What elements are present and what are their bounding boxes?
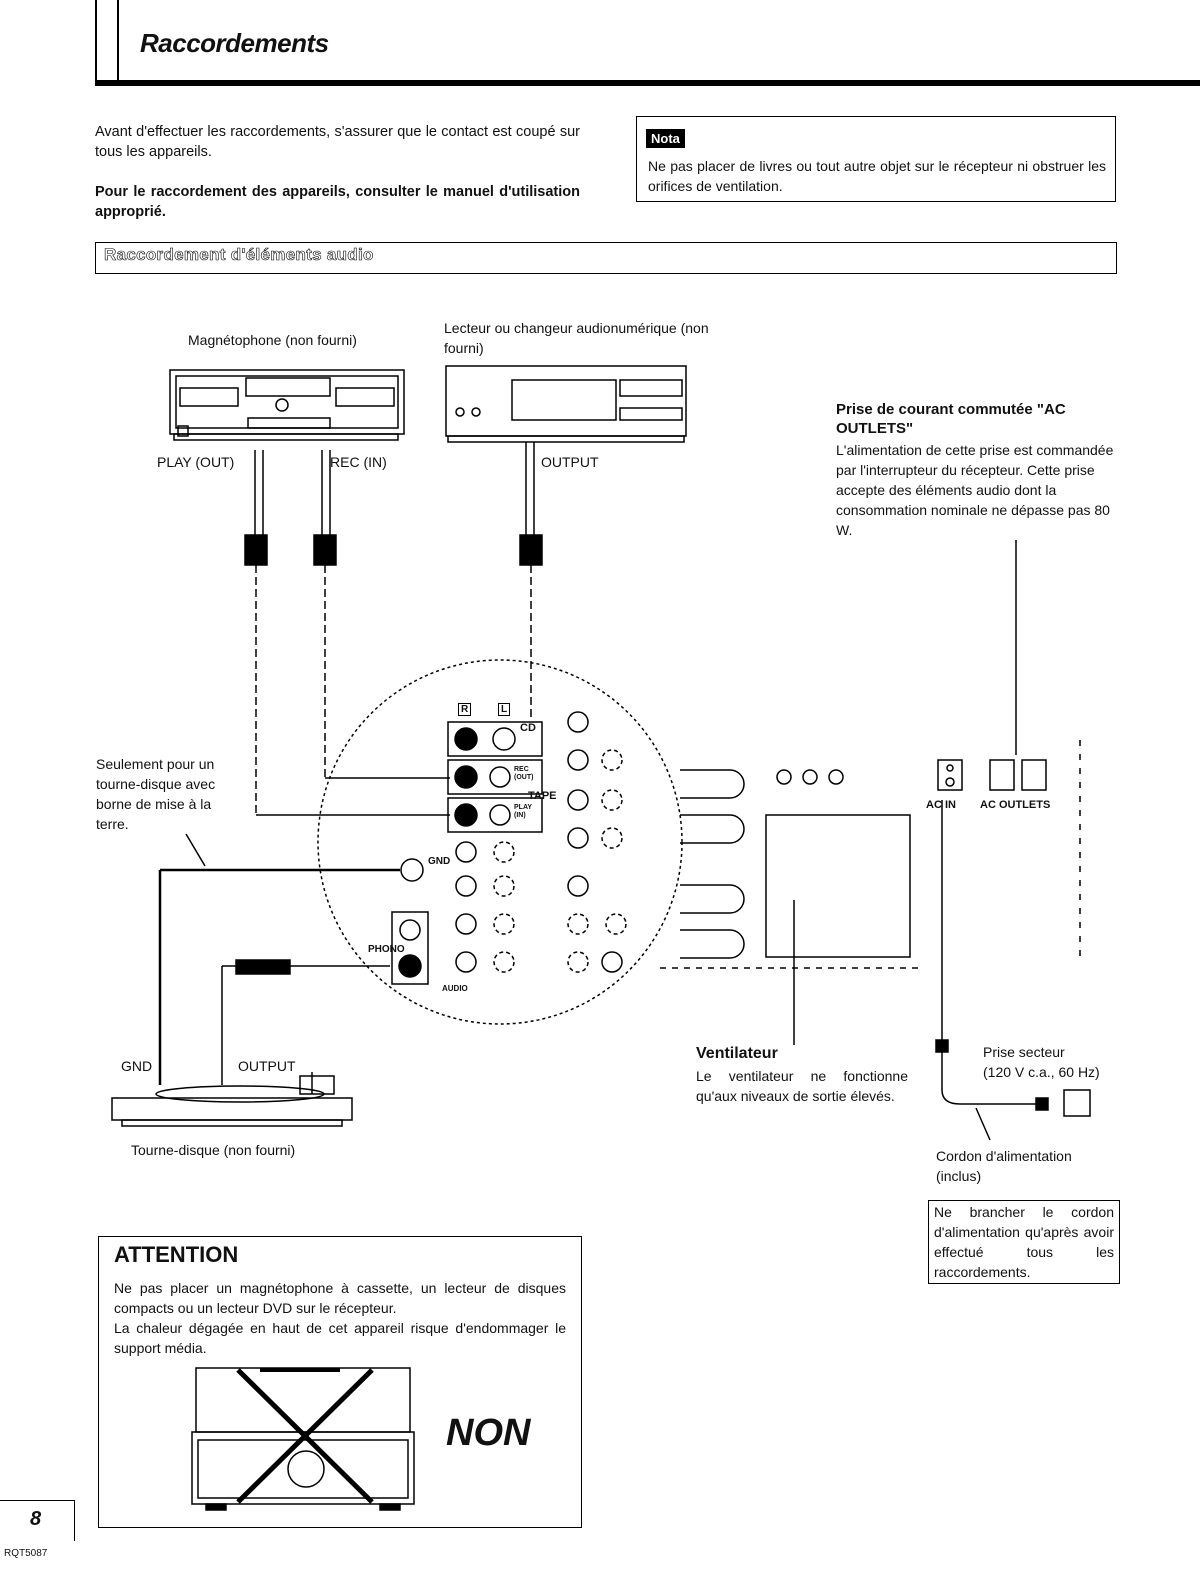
cd-output-label: OUTPUT bbox=[541, 454, 599, 470]
header-bracket bbox=[95, 0, 119, 86]
intro-text: Avant d'effectuer les raccordements, s'a… bbox=[95, 124, 580, 160]
ac-outlet-title: Prise de courant commutée "AC OUTLETS" bbox=[836, 401, 1066, 437]
page-title: Raccordements bbox=[140, 28, 329, 58]
page-number-box bbox=[0, 1500, 75, 1541]
tape-deck-icon bbox=[169, 369, 405, 441]
fan-text: Le ventilateur ne fonctionne qu'aux nive… bbox=[696, 1068, 908, 1104]
ac-outlet-text: L'alimentation de cette prise est comman… bbox=[836, 442, 1114, 538]
jack-r-label: R bbox=[458, 703, 472, 716]
play-out-label: PLAY (OUT) bbox=[157, 454, 235, 470]
cd-player-label: Lecteur ou changeur audionumérique (non … bbox=[444, 320, 709, 356]
turntable-output-label: OUTPUT bbox=[238, 1058, 296, 1074]
attention-title: ATTENTION bbox=[114, 1242, 239, 1267]
attention-text-1: Ne pas placer un magnétophone à cassette… bbox=[114, 1280, 566, 1316]
nota-box bbox=[636, 116, 1116, 202]
audio-label: AUDIO bbox=[442, 984, 468, 993]
attention-box bbox=[98, 1236, 582, 1528]
jack-l-label: L bbox=[498, 703, 511, 716]
page-number: 8 bbox=[30, 1508, 42, 1530]
cd-player-icon bbox=[445, 365, 687, 443]
document-code: RQT5087 bbox=[4, 1548, 48, 1559]
cord-warning-text: Ne brancher le cordon d'alimentation qu'… bbox=[934, 1204, 1114, 1280]
phono-label: PHONO bbox=[368, 944, 405, 955]
ac-outlets-label: AC OUTLETS bbox=[980, 799, 1051, 811]
rec-out-label: REC (OUT) bbox=[514, 766, 534, 781]
cd-jack-label: CD bbox=[520, 722, 536, 734]
attention-text-2: La chaleur dégagée en haut de cet appare… bbox=[114, 1320, 566, 1356]
intro-bold-text: Pour le raccordement des appareils, cons… bbox=[95, 184, 580, 220]
tape-label: TAPE bbox=[528, 790, 557, 802]
stacked-units-icon bbox=[191, 1367, 415, 1511]
ac-in-label: AC IN bbox=[926, 799, 956, 811]
power-spec-label: (120 V c.a., 60 Hz) bbox=[983, 1064, 1100, 1080]
nota-text: Ne pas placer de livres ou tout autre ob… bbox=[648, 158, 1106, 194]
nota-badge: Nota bbox=[646, 129, 685, 148]
ground-note: Seulement pour un tourne-disque avec bor… bbox=[96, 756, 216, 832]
cord-warning-box bbox=[928, 1200, 1120, 1284]
turntable-label: Tourne-disque (non fourni) bbox=[131, 1142, 296, 1158]
section-title: Raccordement d'éléments audio bbox=[104, 245, 374, 265]
turntable-icon bbox=[111, 1072, 353, 1127]
rec-in-label: REC (IN) bbox=[330, 454, 387, 470]
non-label: NON bbox=[446, 1412, 531, 1454]
attention-text: Ne pas placer un magnétophone à cassette… bbox=[114, 1278, 566, 1358]
turntable-gnd-label: GND bbox=[121, 1058, 153, 1074]
power-outlet-label: Prise secteur bbox=[983, 1044, 1065, 1060]
section-header-box bbox=[95, 242, 1117, 274]
power-cord-label: Cordon d'alimentation (inclus) bbox=[936, 1148, 1072, 1184]
tape-deck-label: Magnétophone (non fourni) bbox=[188, 332, 357, 348]
fan-title: Ventilateur bbox=[696, 1045, 778, 1062]
gnd-terminal-label: GND bbox=[428, 856, 451, 867]
header-rule bbox=[95, 80, 1200, 86]
play-in-label: PLAY (IN) bbox=[514, 804, 532, 819]
